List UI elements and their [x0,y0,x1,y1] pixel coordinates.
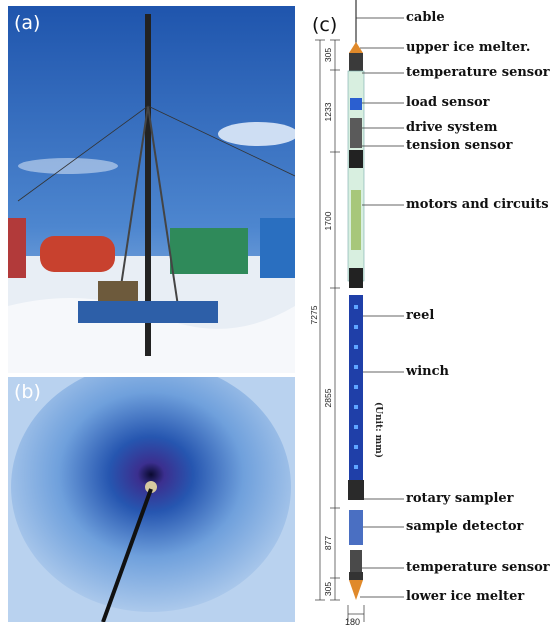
label-temperature-sensor-bottom: temperature sensor [406,560,550,575]
unit-label: (Unit: mm) [373,402,383,458]
dim-width: 180 [345,617,361,627]
probe-schematic: (c) cable upper ice melter. temperature … [300,0,550,633]
label-lower-ice-melter: lower ice melter [406,589,525,604]
probe-diagram [315,0,404,622]
panel-c-label: (c) [312,14,338,36]
label-reel: reel [406,308,435,323]
label-cable: cable [406,10,445,25]
borehole-scene [8,377,295,622]
dim-877: 877 [323,535,333,551]
rig-scene [8,6,295,373]
label-temperature-sensor-top: temperature sensor [406,65,550,80]
upper-melter-shape [349,42,363,53]
label-tension-sensor: tension sensor [406,138,513,153]
label-winch: winch [406,364,449,379]
label-motors-and-circuits: motors and circuits [406,197,549,212]
borehole-photo: (b) [8,377,295,622]
dim-1700: 1700 [323,211,333,231]
dim-1233: 1233 [323,102,333,122]
panel-b-label: (b) [14,381,41,403]
lower-melter-shape [349,580,363,600]
dim-305-bottom: 305 [323,581,333,597]
dim-2855: 2855 [323,388,333,408]
label-load-sensor: load sensor [406,95,490,110]
dim-total: 7275 [309,305,319,325]
dim-305-top: 305 [323,47,333,63]
label-rotary-sampler: rotary sampler [406,491,514,506]
panel-a-label: (a) [14,12,41,34]
rig-photo: (a) [8,6,295,373]
label-sample-detector: sample detector [406,519,524,534]
label-drive-system: drive system [406,120,498,135]
label-upper-ice-melter: upper ice melter. [406,40,531,55]
